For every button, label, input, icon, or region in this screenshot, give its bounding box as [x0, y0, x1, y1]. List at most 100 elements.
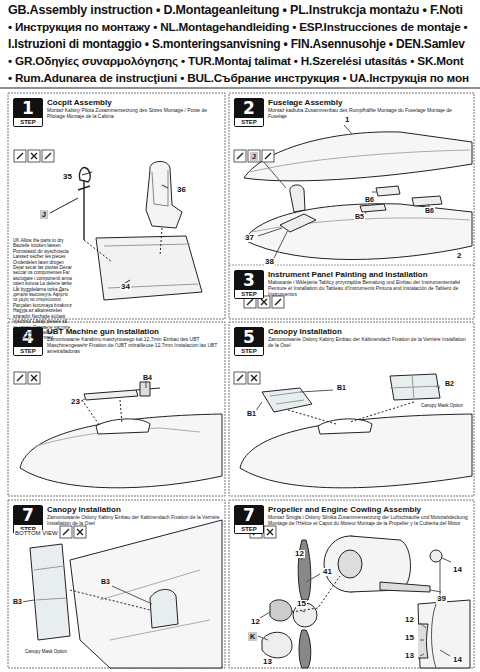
- tool-icon: [275, 299, 281, 305]
- tool-icon: [234, 150, 246, 162]
- tool-icon: [261, 299, 267, 305]
- step-badge: 2STEP: [234, 98, 264, 127]
- tool-icon: [237, 375, 243, 381]
- tool-icon: [42, 150, 54, 162]
- step-title: Fuselage Assembly: [268, 98, 468, 107]
- step-title: Instrument Panel Painting and Installati…: [268, 270, 468, 279]
- tool-icon: [31, 375, 37, 381]
- tool-icon: [17, 375, 23, 381]
- step-heading: Canopy InstallationZamontowanie Osłony K…: [47, 505, 225, 526]
- step-word: STEP: [235, 290, 263, 298]
- step-subtitle: Zamontowanie Osłony Kabiny Einbau der Ka…: [268, 336, 468, 348]
- part-label: B1: [246, 410, 257, 417]
- step-subtitle: Malowanie i Wklejanie Tablicy przyrządów…: [268, 279, 468, 297]
- part-label: Canopy Mask Option: [24, 650, 68, 655]
- step-title: Canopy Installation: [47, 505, 225, 514]
- step-block: 3STEP Instrument Panel Painting and Insta…: [234, 270, 468, 299]
- step-heading: Canopy InstallationZamontowanie Osłony K…: [268, 327, 468, 348]
- language-header: • GR.Οδηγίες συναρμολόγησης • TUR.Montaj…: [8, 55, 464, 67]
- part-number: 12: [404, 616, 415, 624]
- step-block: 5STEPCanopy InstallationZamontowanie Osł…: [234, 327, 468, 356]
- tool-icon: [17, 153, 23, 159]
- step-number: 7: [14, 506, 42, 525]
- tool-icon: [272, 296, 284, 308]
- step-badge: 1STEP: [13, 98, 43, 127]
- part-label: B6: [364, 196, 375, 203]
- part-number: 36: [176, 186, 187, 194]
- tool-icon: [31, 153, 37, 159]
- part-number: 39: [436, 595, 447, 603]
- tool-icon: [28, 372, 40, 384]
- step-title: Canopy Installation: [268, 327, 468, 336]
- part-number: 2: [456, 252, 462, 260]
- tool-icon: [247, 299, 253, 305]
- tool-icon: [28, 150, 40, 162]
- step-number: 7: [235, 506, 263, 525]
- step-word: STEP: [14, 118, 42, 126]
- part-label: Canopy Mask Option: [420, 404, 464, 409]
- step-word: STEP: [235, 347, 263, 355]
- step-title: Propeller and Engine Cowling Assembly: [268, 505, 468, 514]
- step-number: 2: [235, 99, 263, 118]
- step-title: UBT Machine gun Installation: [47, 327, 225, 336]
- tool-icon: [251, 375, 257, 381]
- part-number: 41: [322, 568, 333, 576]
- part-number: 15: [296, 600, 307, 608]
- part-number: 13: [262, 658, 273, 666]
- part-number: 34: [120, 283, 131, 291]
- part-label: B4: [142, 374, 153, 381]
- part-label: J: [40, 210, 48, 219]
- part-label: B2: [444, 380, 455, 387]
- step-word: STEP: [235, 118, 263, 126]
- drying-note: UK.Allow the parts to dry Bauteile trock…: [12, 238, 74, 341]
- part-label: B3: [12, 598, 23, 605]
- part-number: 12: [294, 550, 305, 558]
- tool-icon: [248, 372, 260, 384]
- tool-icon: [77, 529, 83, 535]
- step-title: Cocpit Assembly: [47, 98, 225, 107]
- step-number: 1: [14, 99, 42, 118]
- step-number: 3: [235, 271, 263, 290]
- part-label: B1: [336, 384, 347, 391]
- step-heading: UBT Machine gun InstallationZamontowanie…: [47, 327, 225, 354]
- part-number: 14: [452, 656, 463, 664]
- step-badge: 5STEP: [234, 327, 264, 356]
- step-block: 1STEP Cocpit AssemblyMontaż Kabiny Pilota…: [13, 98, 225, 127]
- tool-icon: [63, 529, 69, 535]
- step-subtitle: Zamontowanie Osłony Kabiny Einbau der Ka…: [47, 514, 225, 526]
- tool-icon: [265, 153, 271, 159]
- part-number: 37: [244, 234, 255, 242]
- step-heading: Instrument Panel Painting and Installati…: [268, 270, 468, 297]
- part-number: 14: [452, 566, 463, 574]
- tool-icon: [60, 526, 72, 538]
- part-number: 13: [404, 652, 415, 660]
- part-number: 15: [404, 634, 415, 642]
- language-header: I.Istruzioni di montaggio • S.monterings…: [8, 38, 465, 50]
- step-subtitle: Montaż kadłuba Zusammenbau des Rumpfhälf…: [268, 107, 468, 119]
- part-number: 1: [344, 116, 350, 124]
- step-subtitle: Montaż Kabiny Pilota Zusammensetzung des…: [47, 107, 225, 119]
- tool-icon: [14, 150, 26, 162]
- tool-icon: [267, 529, 273, 535]
- part-label: B3: [100, 578, 111, 585]
- tool-icon: [264, 526, 276, 538]
- part-label: K: [248, 632, 257, 641]
- tool-icon: [234, 372, 246, 384]
- step-badge: 3STEP: [234, 270, 264, 299]
- part-number: 23: [70, 398, 81, 406]
- step-block: 7STEP Propeller and Engine Cowling Assemb…: [234, 505, 468, 534]
- step-heading: Fuselage AssemblyMontaż kadłuba Zusammen…: [268, 98, 468, 119]
- step-word: STEP: [235, 525, 263, 533]
- tool-icon: [237, 153, 243, 159]
- part-label: B6: [424, 207, 435, 214]
- part-number: 35: [62, 173, 73, 181]
- step-heading: Propeller and Engine Cowling AssemblyMon…: [268, 505, 468, 526]
- tool-icon: [14, 372, 26, 384]
- step-word: STEP: [14, 347, 42, 355]
- tool-icon: [248, 150, 260, 162]
- part-label: BOTTOM VIEW: [14, 530, 59, 536]
- step-subtitle: Zamontowanie Karabinu maszynowego kal.12…: [47, 336, 225, 354]
- step-subtitle: Montaż Śmigła i Osłony Silnika Zusammens…: [268, 514, 468, 526]
- language-header: GB.Assembly instruction • D.Montageanlei…: [8, 4, 463, 17]
- step-block: 2STEPFuselage AssemblyMontaż kadłuba Zus…: [234, 98, 468, 127]
